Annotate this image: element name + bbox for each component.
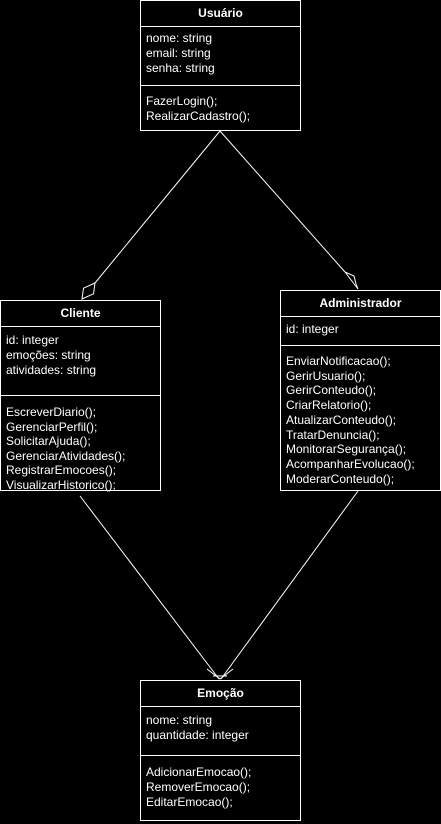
edge-administrador-usuario [219,130,346,273]
method: GerenciarAtividades(); [6,448,126,463]
method: VisualizarHistorico(); [6,477,116,492]
attribute: atividades: string [6,363,97,377]
method: CriarRelatorio(); [286,398,372,413]
edge-cliente-emocao [79,495,220,680]
class-usuario-attributes: nome: string email: string senha: string [141,27,300,86]
aggregation-diamond-cliente [81,282,96,300]
class-administrador-methods: EnviarNotificacao(); GerirUsuario(); Ger… [281,346,440,486]
arrowhead-emocao [206,668,234,680]
class-cliente[interactable]: Cliente id: integer emoções: string ativ… [0,300,161,493]
attribute: quantidade: integer [146,728,249,742]
aggregation-diamond-administrador [344,271,359,290]
class-emocao-methods: AdicionarEmocao(); RemoverEmocao(); Edit… [141,756,300,810]
method: EditarEmocao(); [146,795,233,809]
method: AdicionarEmocao(); [146,765,252,779]
method: MonitorarSegurança(); [286,442,407,457]
class-administrador-attributes: id: integer [281,317,440,346]
method: GerirConteudo(); [286,383,377,398]
class-emocao-name: Emoção [141,681,300,707]
class-cliente-name: Cliente [1,301,160,327]
method: SolicitarAjuda(); [6,434,91,449]
method: AcompanharEvolucao(); [286,456,415,471]
method: TratarDenuncia(); [286,427,380,442]
method: GerirUsuario(); [286,368,366,383]
class-cliente-methods: EscreverDiario(); GerenciarPerfil(); Sol… [1,396,160,493]
class-emocao-attributes: nome: string quantidade: integer [141,707,300,756]
class-administrador[interactable]: Administrador id: integer EnviarNotifica… [280,290,441,491]
attribute: id: integer [286,322,339,336]
class-cliente-attributes: id: integer emoções: string atividades: … [1,327,160,396]
edge-cliente-usuario [94,130,221,284]
method: ModerarConteudo(); [286,471,395,486]
class-usuario-name: Usuário [141,1,300,27]
method: RegistrarEmocoes(); [6,463,117,478]
attribute: id: integer [6,333,59,347]
attribute: nome: string [146,31,213,45]
class-usuario[interactable]: Usuário nome: string email: string senha… [140,0,301,131]
attribute: senha: string [146,61,215,75]
method: EscreverDiario(); [6,405,97,419]
attribute: email: string [146,46,211,60]
class-administrador-name: Administrador [281,291,440,317]
method: GerenciarPerfil(); [6,419,98,434]
method: AtualizarConteudo(); [286,412,397,427]
class-emocao[interactable]: Emoção nome: string quantidade: integer … [140,680,301,821]
class-usuario-methods: FazerLogin(); RealizarCadastro(); [141,86,300,124]
method: RemoverEmocao(); [146,780,251,794]
method: EnviarNotificacao(); [286,354,391,368]
method: FazerLogin(); [146,94,218,108]
attribute: emoções: string [6,348,91,362]
method: RealizarCadastro(); [146,109,251,123]
attribute: nome: string [146,713,213,727]
edge-administrador-emocao [220,490,359,680]
